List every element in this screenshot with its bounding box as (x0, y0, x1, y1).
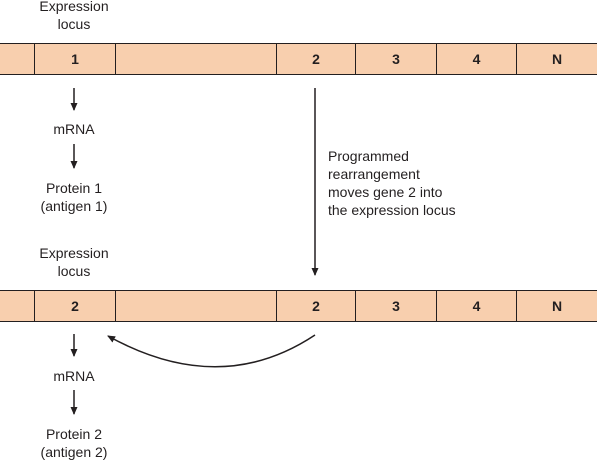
bottom-gene-2-segment: 2 (276, 291, 355, 321)
note-line1: Programmed (328, 148, 409, 164)
top-spacer-segment (115, 44, 276, 74)
gene-copy-curved-arrow (107, 334, 316, 368)
top-expression-gene-label: 1 (71, 51, 79, 67)
top-locus-label-line2: locus (57, 16, 91, 32)
bottom-mrna-label: mRNA (53, 368, 95, 384)
bottom-locus-label: Expression locus (29, 244, 119, 280)
top-gene-3-segment: 3 (355, 44, 436, 74)
bottom-protein-line1: Protein 2 (45, 426, 103, 442)
top-protein-label: Protein 1 (antigen 1) (19, 179, 129, 215)
top-locus-label: Expression locus (29, 0, 119, 33)
bottom-gene-4-label: 4 (472, 298, 481, 314)
bottom-gene-track: 2 2 3 4 N (0, 290, 597, 322)
bottom-gene-n-segment: N (516, 291, 597, 321)
top-gene-2-segment: 2 (276, 44, 355, 74)
top-gene-4-segment: 4 (436, 44, 516, 74)
bottom-expression-gene-label: 2 (71, 298, 79, 314)
note-line2: rearrangement (328, 166, 420, 182)
bottom-gene-n-label: N (551, 298, 563, 314)
top-gene-2-label: 2 (312, 51, 320, 67)
note-line4: the expression locus (328, 202, 456, 218)
bottom-protein-label: Protein 2 (antigen 2) (19, 425, 129, 461)
top-gene-n-label: N (551, 51, 563, 67)
top-protein-line2: (antigen 1) (40, 198, 108, 214)
top-gene-n-segment: N (516, 44, 597, 74)
note-line3: moves gene 2 into (328, 184, 443, 200)
bottom-gene-3-label: 3 (392, 298, 400, 314)
top-expression-site: 1 (34, 44, 115, 74)
bottom-locus-label-line1: Expression (39, 245, 109, 261)
top-protein-line1: Protein 1 (45, 180, 103, 196)
bottom-locus-label-line2: locus (57, 263, 91, 279)
top-locus-label-line1: Expression (39, 0, 109, 14)
rearrangement-note: Programmed rearrangement moves gene 2 in… (328, 147, 456, 219)
bottom-gene-3-segment: 3 (355, 291, 436, 321)
top-gene-track: 1 2 3 4 N (0, 43, 597, 75)
bottom-protein-line2: (antigen 2) (40, 444, 108, 460)
top-gene-3-label: 3 (392, 51, 400, 67)
bottom-spacer-segment (115, 291, 276, 321)
bottom-gene-2-label: 2 (312, 298, 320, 314)
bottom-expression-site: 2 (34, 291, 115, 321)
top-mrna-label: mRNA (53, 121, 95, 137)
bottom-gene-4-segment: 4 (436, 291, 516, 321)
top-gene-4-label: 4 (472, 51, 481, 67)
